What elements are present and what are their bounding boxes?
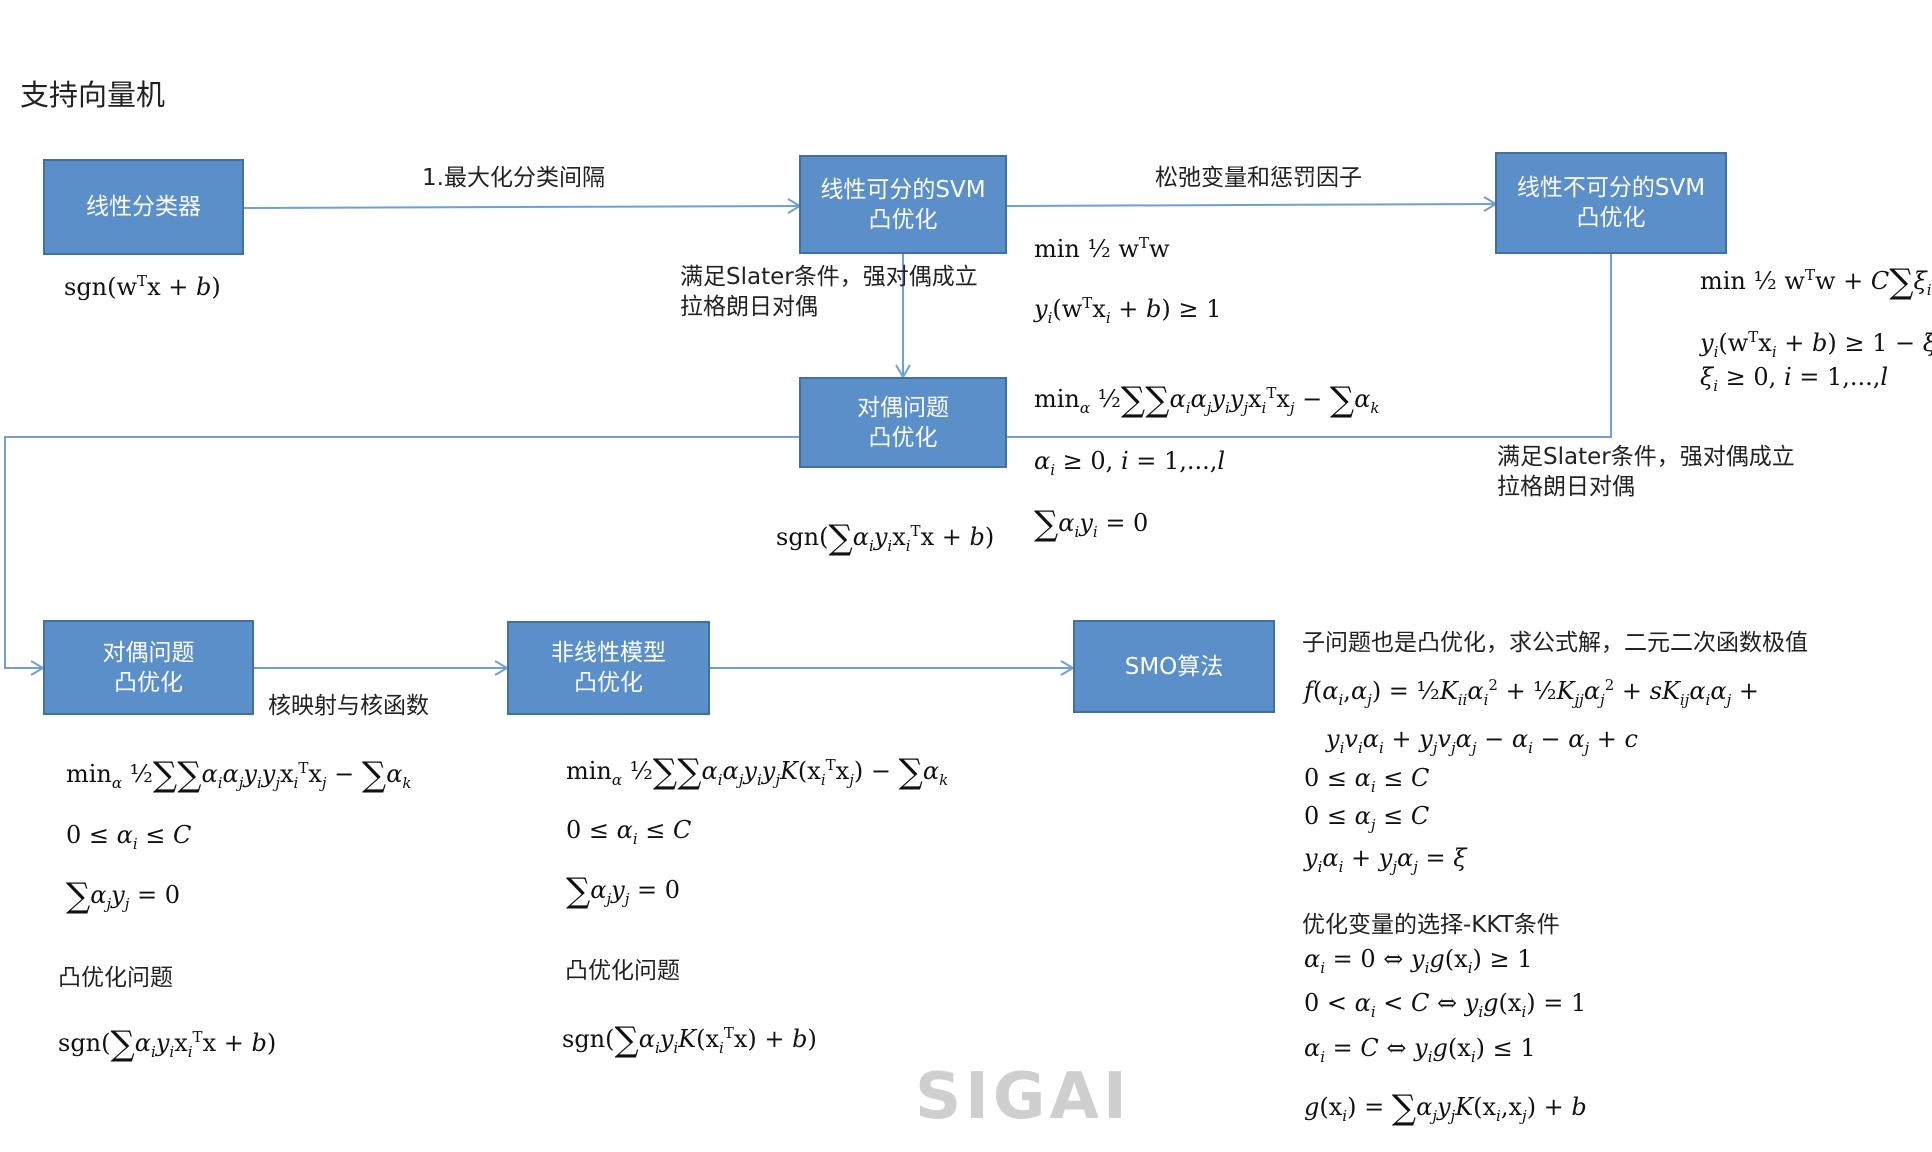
inseparable-svm-box: 线性不可分的SVM 凸优化: [1495, 152, 1727, 254]
smo-description-label: 子问题也是凸优化，求公式解，二元二次函数极值: [1302, 630, 1808, 656]
formula-left-objective: minα ½∑∑αiαjyiyjxiTxj − ∑αk: [66, 755, 412, 795]
formula-dual-objective: minα ½∑∑αiαjyiyjxiTxj − ∑αk: [1034, 380, 1380, 420]
formula-left-box-constraint: 0 ≤ αi ≤ C: [66, 821, 192, 853]
nonlinear-model-box: 非线性模型 凸优化: [507, 621, 710, 715]
formula-smo-alpha-j-bound: 0 ≤ αj ≤ C: [1304, 802, 1430, 834]
formula-g-definition: g(xi) = ∑αjyjK(xi,xj) + b: [1304, 1088, 1587, 1128]
formula-inseparable-slack: ξi ≥ 0, i = 1,...,l: [1700, 363, 1889, 395]
smo-algorithm-box: SMO算法: [1073, 620, 1275, 713]
formula-smo-objective-2: yiviαi + yjvjαj − αi − αj + c: [1326, 725, 1638, 757]
formula-dual-decision: sgn(∑αiyixiTx + b): [776, 518, 995, 558]
formula-kkt-2: 0 < αi < C ⇔ yig(xi) = 1: [1304, 989, 1587, 1021]
formula-dual-sum-zero: ∑αiyi = 0: [1034, 504, 1149, 544]
box-line: 对偶问题: [102, 639, 195, 666]
formula-kkt-3: αi = C ⇔ yig(xi) ≤ 1: [1304, 1034, 1536, 1066]
slater-center-line1: 满足Slater条件，强对偶成立: [680, 264, 978, 290]
formula-smo-objective-1: f(αi,αj) = ½Kiiαi2 + ½Kjjαj2 + sKijαiαj …: [1304, 676, 1759, 709]
formula-inseparable-objective: min ½ wTw + C∑ξi: [1700, 262, 1932, 302]
page-title: 支持向量机: [20, 78, 166, 112]
box-line: 凸优化: [574, 670, 643, 696]
box-line: 凸优化: [1576, 205, 1646, 231]
box-line: 线性分类器: [86, 194, 201, 220]
formula-kernel-decision: sgn(∑αiyiK(xiTx) + b): [562, 1020, 817, 1060]
formula-left-sum-zero: ∑αjyj = 0: [66, 876, 181, 916]
kernel-label: 核映射与核函数: [268, 693, 429, 719]
separable-svm-box: 线性可分的SVM 凸优化: [799, 155, 1007, 254]
slater-center-line2: 拉格朗日对偶: [680, 294, 818, 320]
box-line: 凸优化: [868, 206, 938, 233]
formula-dual-alpha-nonneg: αi ≥ 0, i = 1,...,l: [1034, 447, 1226, 479]
box-line: 线性不可分的SVM: [1516, 175, 1706, 201]
box-line: 非线性模型: [551, 640, 666, 666]
formula-sgn-linear: sgn(wTx + b): [64, 272, 221, 301]
box-line: 凸优化: [868, 424, 938, 451]
box-line: SMO算法: [1124, 653, 1224, 680]
formula-kernel-sum-zero: ∑αjyj = 0: [566, 871, 681, 911]
formula-kernel-box-constraint: 0 ≤ αi ≤ C: [566, 816, 692, 848]
maximize-margin-label: 1.最大化分类间隔: [422, 165, 605, 191]
formula-inseparable-constraint: yi(wTxi + b) ≥ 1 − ξi: [1700, 328, 1932, 361]
sigai-watermark: SIGAI: [915, 1060, 1131, 1134]
slater-right-line1: 满足Slater条件，强对偶成立: [1497, 444, 1795, 470]
formula-separable-constraint: yi(wTxi + b) ≥ 1: [1034, 294, 1222, 327]
box-line: 线性可分的SVM: [820, 176, 986, 203]
dual-problem-center-box: 对偶问题 凸优化: [799, 377, 1007, 468]
formula-kkt-1: αi = 0 ⇔ yig(xi) ≥ 1: [1304, 945, 1533, 977]
linear-classifier-box: 线性分类器: [43, 159, 244, 255]
box-line: 对偶问题: [857, 394, 949, 421]
kkt-label: 优化变量的选择-KKT条件: [1302, 912, 1560, 938]
formula-smo-alpha-i-bound: 0 ≤ αi ≤ C: [1304, 764, 1430, 796]
dual-problem-left-box: 对偶问题 凸优化: [43, 620, 254, 715]
formula-smo-linear: yiαi + yjαj = ξ: [1304, 844, 1467, 876]
slack-penalty-label: 松弛变量和惩罚因子: [1155, 165, 1362, 191]
box-line: 凸优化: [114, 669, 183, 696]
formula-kernel-objective: minα ½∑∑αiαjyiyjK(xiTxj) − ∑αk: [566, 752, 949, 792]
convex-problem-left-label: 凸优化问题: [58, 965, 173, 991]
formula-separable-objective: min ½ wTw: [1034, 234, 1170, 263]
slater-right-line2: 拉格朗日对偶: [1497, 474, 1635, 500]
formula-left-decision: sgn(∑αiyixiTx + b): [58, 1024, 277, 1064]
convex-problem-mid-label: 凸优化问题: [565, 958, 680, 984]
